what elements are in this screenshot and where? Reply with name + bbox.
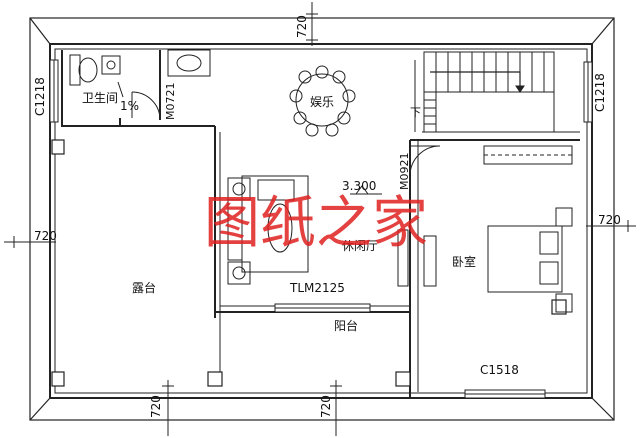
nightstand-top bbox=[555, 207, 573, 227]
slope-label: 1% bbox=[120, 99, 139, 113]
bedroom-furniture bbox=[483, 145, 573, 313]
dimension-left: 720 bbox=[34, 229, 57, 243]
dimension-bottom-left: 720 bbox=[149, 395, 163, 418]
room-label-lounge: 休闲厅 bbox=[342, 239, 378, 253]
toilet-tank bbox=[69, 54, 81, 86]
bed bbox=[487, 225, 563, 293]
window-label-c1518: C1518 bbox=[480, 363, 519, 377]
sink-basin bbox=[176, 54, 202, 72]
door-label-tlm2125: TLM2125 bbox=[289, 281, 345, 295]
room-label-balcony: 阳台 bbox=[334, 318, 358, 333]
stair-down-label: 下 bbox=[410, 106, 421, 119]
roof-outline bbox=[29, 17, 615, 421]
sink-counter bbox=[167, 49, 211, 77]
toilet-bowl bbox=[78, 57, 98, 83]
dimension-right: 720 bbox=[598, 213, 621, 227]
windows bbox=[49, 59, 593, 399]
door-swing-m0921 bbox=[409, 145, 441, 177]
watermark-text: 图纸之家 bbox=[204, 191, 428, 256]
tv-cabinet bbox=[397, 229, 409, 287]
entertainment-table bbox=[289, 65, 356, 137]
bathroom-fixtures bbox=[69, 49, 211, 119]
room-label-bathroom: 卫生间 bbox=[82, 91, 118, 105]
dimension-top: 720 bbox=[295, 15, 309, 38]
window-label-c1218-right: C1218 bbox=[593, 73, 607, 112]
door-label-m0721: M0721 bbox=[164, 83, 177, 121]
dimension-bottom-right: 720 bbox=[319, 395, 333, 418]
columns bbox=[51, 139, 567, 387]
room-label-terrace: 露台 bbox=[132, 280, 156, 295]
lounge-furniture bbox=[227, 145, 441, 287]
coffee-table bbox=[267, 203, 293, 253]
room-label-bedroom: 卧室 bbox=[452, 254, 476, 269]
window-label-c1218-left: C1218 bbox=[33, 77, 47, 116]
door-swing-m0721 bbox=[131, 91, 161, 119]
nightstand-bottom bbox=[555, 293, 573, 313]
dimension-lines bbox=[4, 2, 636, 436]
staircase bbox=[423, 51, 555, 133]
shower-tray bbox=[101, 55, 121, 75]
elevation-label: 3.300 bbox=[342, 179, 376, 193]
room-label-entertainment: 娱乐 bbox=[310, 95, 334, 109]
door-label-m0921: M0921 bbox=[398, 153, 411, 191]
